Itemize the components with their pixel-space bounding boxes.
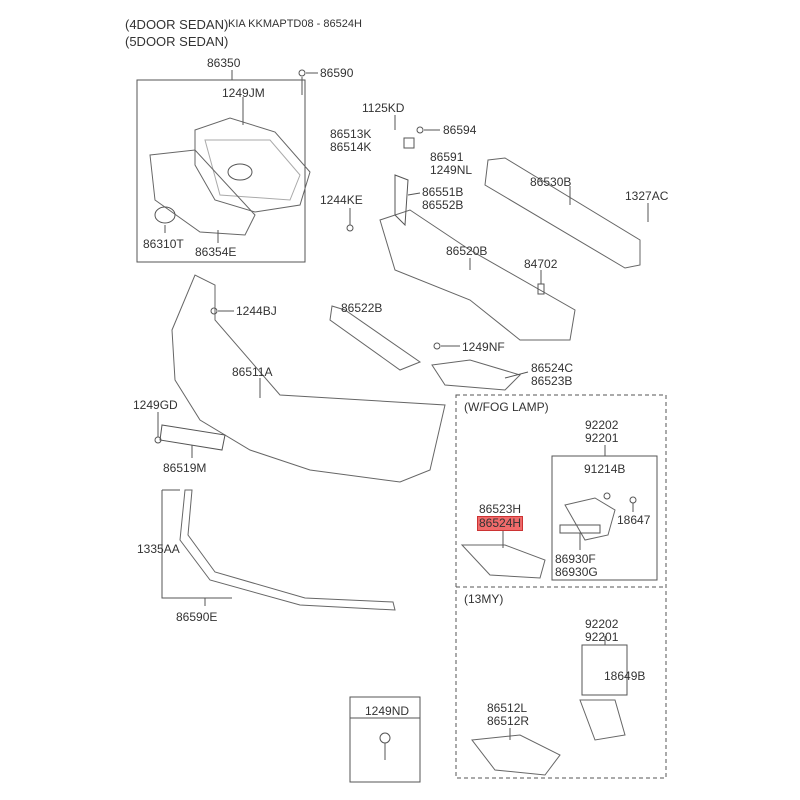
1249nd-box [349,696,421,783]
part-label[interactable]: 86511A [232,365,273,379]
part-label[interactable]: 86513K [330,127,372,141]
energy-absorber-part [379,209,576,341]
part-label[interactable]: 86594 [443,123,477,137]
part-label[interactable]: 1249JM [222,86,265,100]
part-label[interactable]: 86551B [422,185,464,199]
emblem-part [227,163,253,181]
page-title: KIA KKMAPTD08 - 86524H [228,18,362,30]
part-label[interactable]: 86552B [422,198,464,212]
side-cover-part [431,359,521,391]
variant-label-5door: (5DOOR SEDAN) [125,34,229,49]
part-label[interactable]: 1249ND [365,704,410,718]
part-label[interactable]: 86590 [320,66,354,80]
emblem-part-86310T [154,206,176,224]
lower-grille-part [329,305,422,371]
part-label[interactable]: 1249NL [430,163,473,177]
part-label[interactable]: 86590E [176,610,218,624]
grille-molding-part [149,149,256,236]
fog-cover-part [460,544,546,579]
part-label[interactable]: 1249GD [133,398,178,412]
part-label[interactable]: 86930G [555,565,598,579]
fog-lamp-part [564,497,616,541]
section-title-fog-lamp: (W/FOG LAMP) [464,400,549,414]
bracket-part [394,174,409,227]
part-label[interactable]: 1244BJ [236,304,277,318]
part-label[interactable]: 86523B [531,374,573,388]
part-label[interactable]: 1249NF [462,340,505,354]
bumper-cover-part [171,274,446,483]
13my-cover-part [471,734,561,776]
part-label[interactable]: 86310T [143,237,184,251]
part-label[interactable]: 1335AA [137,542,180,556]
bumper-beam-part [484,157,641,269]
part-label[interactable]: 92201 [585,630,619,644]
part-label[interactable]: 1327AC [625,189,669,203]
grille-group-box [136,79,306,263]
part-label[interactable]: 1244KE [320,193,363,207]
part-label[interactable]: 86591 [430,150,464,164]
part-label[interactable]: 92202 [585,418,619,432]
part-label[interactable]: 1125KD [362,101,405,115]
lower-lip-part [179,489,396,611]
part-label[interactable]: 86519M [163,461,207,475]
part-label[interactable]: 92202 [585,617,619,631]
section-title-13my: (13MY) [464,592,504,606]
part-label[interactable]: 86523H [479,502,522,516]
part-label[interactable]: 86520B [446,244,488,258]
part-label[interactable]: 18649B [604,669,646,683]
part-label[interactable]: 84702 [524,257,558,271]
part-label[interactable]: 91214B [584,462,626,476]
part-label[interactable]: 86514K [330,140,372,154]
part-label[interactable]: 92201 [585,431,619,445]
part-label[interactable]: 18647 [617,513,651,527]
radiator-grille-part [194,117,311,213]
part-label[interactable]: 86930F [555,552,596,566]
part-label[interactable]: 86524C [531,361,574,375]
part-label[interactable]: 86354E [195,245,237,259]
license-bracket-part [159,424,226,451]
part-label[interactable]: 86512R [487,714,530,728]
part-label-highlighted[interactable]: 86524H [477,516,524,531]
part-label[interactable]: 86522B [341,301,383,315]
part-label[interactable]: 86530B [530,175,572,189]
part-label[interactable]: 86512L [487,701,528,715]
screw-icon [379,732,391,744]
variant-label-4door: (4DOOR SEDAN) [125,17,229,32]
part-label[interactable]: 86350 [207,56,241,70]
13my-lamp-part [579,699,626,741]
